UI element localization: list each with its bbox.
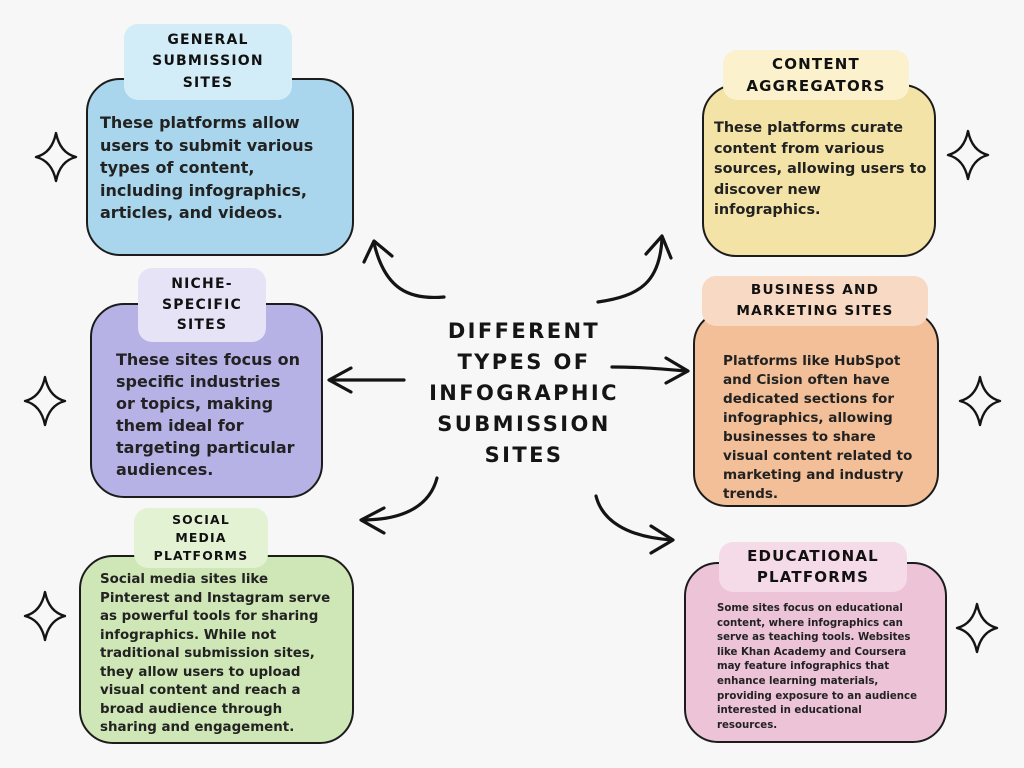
description-line: including infographics, (100, 180, 307, 200)
content-aggregators-description: These platforms curate content from vari… (714, 118, 936, 221)
description-line: infographics, allowing (723, 410, 893, 426)
content-aggregators-card: These platforms curate content from vari… (702, 84, 936, 257)
description-line: Pinterest and Instagram serve (100, 590, 331, 606)
social-media-heading: SOCIAL MEDIA PLATFORMS (134, 508, 268, 568)
description-line: users to submit various (100, 135, 314, 155)
sparkle-left-middle-icon (23, 375, 67, 427)
social-media-card: Social media sites like Pinterest and In… (79, 555, 354, 744)
description-line: infographics. (714, 202, 821, 218)
educational-platforms-description: Some sites focus on educational content,… (717, 602, 931, 733)
description-line: Social media sites like (100, 572, 269, 587)
description-line: dedicated sections for (723, 391, 895, 407)
title-line: DIFFERENT (447, 319, 601, 343)
business-marketing-card: Platforms like HubSpot and Cision often … (693, 310, 939, 507)
page-title: DIFFERENT TYPES OF INFOGRAPHIC SUBMISSIO… (404, 316, 644, 471)
description-line: content, where infographics can (717, 617, 903, 629)
description-line: Platforms like HubSpot (723, 353, 901, 369)
heading-line: MEDIA (175, 530, 227, 545)
title-line: SUBMISSION (437, 412, 611, 436)
content-aggregators-heading: CONTENT AGGREGATORS (723, 50, 909, 100)
description-line: like Khan Academy and Coursera (717, 646, 907, 658)
description-line: they allow users to upload (100, 664, 301, 680)
description-line: may feature infographics that (717, 661, 890, 673)
title-line: INFOGRAPHIC (429, 381, 619, 405)
heading-line: EDUCATIONAL (747, 546, 879, 565)
description-line: traditional submission sites, (100, 646, 315, 661)
description-line: or topics, making (116, 394, 274, 413)
description-line: broad audience through (100, 701, 283, 717)
sparkle-left-bottom-icon (23, 590, 67, 642)
description-line: infographics. While not (100, 627, 277, 643)
description-line: visual content and reach a (100, 683, 301, 698)
description-line: serve as teaching tools. Websites (717, 632, 911, 644)
description-line: trends. (723, 486, 779, 502)
description-line: These platforms curate (714, 120, 904, 136)
general-submission-card: These platforms allow users to submit va… (86, 78, 354, 256)
niche-specific-heading: NICHE- SPECIFIC SITES (138, 268, 266, 342)
sparkle-right-bottom-icon (955, 602, 999, 654)
arrow-to-general-icon (362, 239, 446, 300)
description-line: marketing and industry (723, 467, 904, 483)
heading-line: SPECIFIC (161, 296, 243, 313)
heading-line: NICHE- (171, 276, 233, 293)
description-line: them ideal for (116, 416, 244, 435)
description-line: as powerful tools for sharing (100, 609, 319, 624)
heading-line: PLATFORMS (756, 568, 870, 586)
general-submission-description: These platforms allow users to submit va… (100, 112, 340, 225)
description-line: types of content, (100, 158, 255, 177)
heading-line: SOCIAL (172, 512, 230, 527)
niche-specific-card: These sites focus on specific industries… (90, 303, 323, 498)
title-line: TYPES OF (457, 350, 591, 374)
description-line: enhance learning materials, (717, 675, 879, 687)
business-marketing-heading: BUSINESS AND MARKETING SITES (702, 276, 928, 326)
heading-line: CONTENT (772, 55, 860, 73)
description-line: These platforms allow (100, 113, 300, 132)
heading-line: SITES (182, 74, 234, 91)
description-line: audiences. (116, 460, 214, 479)
title-line: SITES (484, 443, 564, 467)
description-line: interested in educational (717, 705, 862, 717)
sparkle-right-middle-icon (958, 375, 1002, 427)
niche-specific-description: These sites focus on specific industries… (116, 349, 316, 481)
sparkle-left-top-icon (34, 131, 78, 183)
description-line: discover new (714, 181, 821, 198)
heading-line: BUSINESS AND (750, 281, 880, 298)
general-submission-heading: GENERAL SUBMISSION SITES (124, 24, 292, 100)
description-line: and Cision often have (723, 372, 890, 388)
business-marketing-description: Platforms like HubSpot and Cision often … (723, 352, 937, 504)
description-line: sharing and engagement. (100, 720, 295, 735)
description-line: Some sites focus on educational (717, 603, 903, 614)
description-line: businesses to share (723, 429, 876, 445)
educational-platforms-card: Some sites focus on educational content,… (684, 562, 947, 743)
description-line: targeting particular (116, 438, 295, 457)
description-line: content from various (714, 140, 885, 157)
description-line: sources, allowing users to (714, 161, 927, 177)
description-line: resources. (717, 719, 778, 731)
arrow-to-niche-icon (327, 366, 406, 394)
educational-platforms-heading: EDUCATIONAL PLATFORMS (719, 542, 907, 592)
arrow-to-content-icon (596, 234, 673, 304)
heading-line: SUBMISSION (152, 53, 264, 70)
social-media-description: Social media sites like Pinterest and In… (100, 571, 350, 738)
heading-line: PLATFORMS (153, 548, 249, 563)
heading-line: SITES (176, 317, 228, 334)
heading-line: MARKETING SITES (736, 303, 894, 319)
heading-line: AGGREGATORS (746, 77, 886, 95)
arrow-to-social-icon (359, 476, 439, 535)
heading-line: GENERAL (167, 31, 249, 48)
description-line: These sites focus on (116, 350, 301, 369)
description-line: specific industries (116, 372, 281, 391)
description-line: articles, and videos. (100, 203, 283, 222)
description-line: providing exposure to an audience (717, 690, 918, 702)
description-line: visual content related to (723, 448, 913, 464)
sparkle-right-top-icon (946, 129, 990, 181)
arrow-to-educational-icon (594, 494, 675, 555)
